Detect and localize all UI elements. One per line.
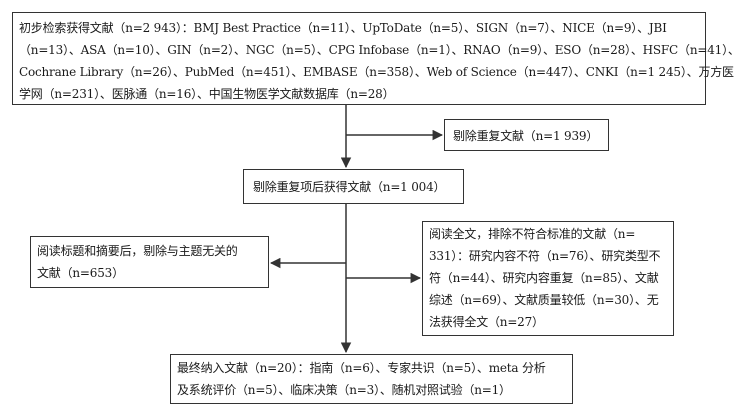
- duplicates-removed-box: 剔除重复文献（n=1 939）: [444, 119, 609, 151]
- title-abstract-exclusion-box: 阅读标题和摘要后，剔除与主题无关的 文献（n=653）: [30, 236, 269, 288]
- initial-search-box: 初步检索获得文献（n=2 943）：BMJ Best Practice（n=11…: [12, 12, 740, 105]
- final-line-1: 最终纳入文献（n=20）：指南（n=6）、专家共识（n=5）、meta 分析: [177, 361, 546, 375]
- fulltext-line-4: 综述（n=69）、文献质量较低（n=30）、无: [429, 293, 659, 307]
- fulltext-line-2: 331）：研究内容不符（n=76）、研究类型不: [429, 249, 661, 263]
- initial-line-3: Cochrane Library（n=26）、PubMed（n=451）、EMB…: [19, 65, 734, 79]
- duplicates-text: 剔除重复文献（n=1 939）: [453, 129, 599, 143]
- initial-line-4: 学网（n=231）、医脉通（n=16）、中国生物医学文献数据库（n=28）: [19, 87, 395, 101]
- title-exclude-line-1: 阅读标题和摘要后，剔除与主题无关的: [37, 244, 238, 258]
- final-included-box: 最终纳入文献（n=20）：指南（n=6）、专家共识（n=5）、meta 分析 及…: [170, 354, 573, 404]
- initial-line-2: （n=13）、ASA（n=10）、GIN（n=2）、NGC（n=5）、CPG I…: [19, 43, 740, 57]
- after-dedup-text: 剔除重复项后获得文献（n=1 004）: [253, 180, 446, 194]
- final-line-2: 及系统评价（n=5）、临床决策（n=3）、随机对照试验（n=1）: [177, 383, 511, 397]
- fulltext-line-5: 法获得全文（n=27）: [429, 315, 544, 329]
- fulltext-line-1: 阅读全文，排除不符合标准的文献（n=: [429, 227, 636, 241]
- fulltext-exclusion-box: 阅读全文，排除不符合标准的文献（n= 331）：研究内容不符（n=76）、研究类…: [422, 221, 674, 336]
- fulltext-line-3: 符（n=44）、研究内容重复（n=85）、文献: [429, 271, 659, 285]
- title-exclude-line-2: 文献（n=653）: [37, 266, 124, 280]
- initial-line-1: 初步检索获得文献（n=2 943）：BMJ Best Practice（n=11…: [19, 21, 667, 35]
- flow-connectors: [269, 105, 444, 354]
- after-dedup-box: 剔除重复项后获得文献（n=1 004）: [243, 169, 464, 204]
